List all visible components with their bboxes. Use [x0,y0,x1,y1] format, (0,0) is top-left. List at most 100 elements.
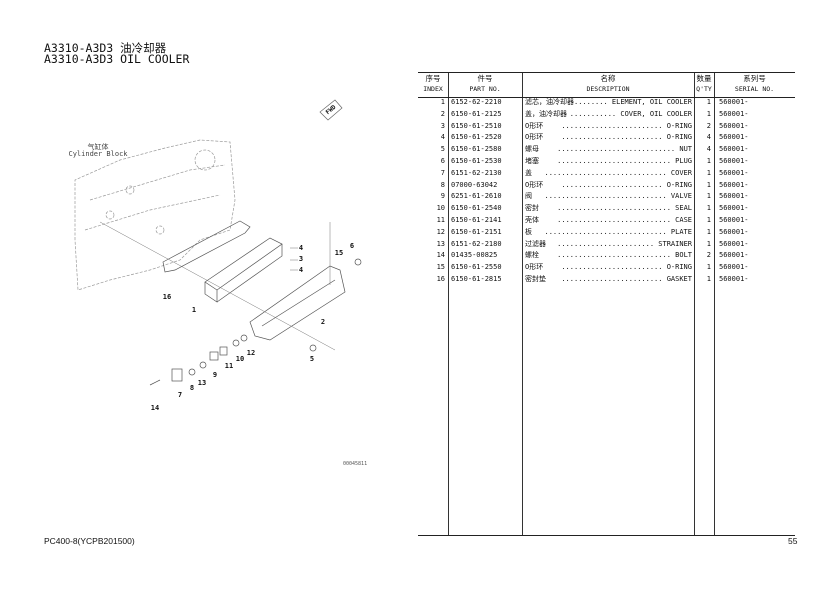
row-index: 13 [436,239,445,248]
row-desc-en: ........................... SEAL [557,204,692,213]
row-serial: 560001- [719,216,749,224]
row-desc-en: ............................. COVER [544,168,692,177]
row-desc-en: ........................ O-RING [561,121,692,130]
footer-model: PC400-8(YCPB201500) [44,536,135,546]
row-qty: 4 [706,145,711,154]
callout-11: 11 [224,362,234,370]
row-part-no: 6150-61-2550 [451,263,502,272]
row-serial: 560001- [719,192,749,201]
row-qty: 1 [706,98,711,106]
row-index: 3 [440,121,445,130]
callout-2: 2 [320,318,326,326]
row-part-no: 6251-61-2610 [451,192,502,201]
row-desc-en: ........................ O-RING [561,263,692,272]
row-serial: 560001- [719,168,749,177]
callout-4b: 4 [298,266,304,274]
row-part-no: 6151-62-2180 [451,239,502,248]
cooler-element-drawing [204,237,283,303]
row-desc-cn: 阀 [525,192,532,201]
callout-5: 5 [309,355,315,363]
row-desc-en: ............................. VALVE [544,192,692,201]
row-serial: 560001- [719,145,749,154]
row-qty: 2 [706,121,711,130]
row-part-no: 07000-63042 [451,180,498,189]
row-index: 8 [440,180,445,189]
row-qty: 1 [706,109,711,118]
row-qty: 1 [706,263,711,272]
row-desc-en: ............................. PLATE [544,227,692,236]
row-desc-cn: 板 [525,227,532,236]
callout-4: 4 [298,244,304,252]
row-serial: 560001- [719,133,749,142]
callout-15: 15 [334,249,344,257]
row-part-no: 6150-61-2530 [451,157,502,165]
row-part-no: 6150-61-2540 [451,204,502,213]
row-part-no: 6151-62-2130 [451,168,502,177]
row-part-no: 6150-61-2141 [451,216,502,224]
row-index: 4 [440,133,445,142]
callout-12: 12 [246,349,256,357]
row-qty: 1 [706,204,711,213]
row-index: 16 [436,275,445,283]
cooler-cover-drawing [249,265,346,341]
row-index: 2 [440,109,445,118]
row-desc-cn: O形环 [525,121,544,130]
row-serial: 560001- [719,98,749,106]
row-desc-cn: 螺母 [525,145,539,154]
gasket-drawing [162,220,251,273]
callout-8: 8 [189,384,195,392]
row-desc-cn: 堵塞 [525,157,539,165]
callout-13: 13 [197,379,207,387]
row-desc-en: ........... COVER, OIL COOLER [569,109,692,118]
row-index: 11 [436,216,445,224]
row-serial: 560001- [719,251,749,260]
row-index: 6 [440,157,445,165]
row-desc-en: ........ ELEMENT, OIL COOLER [573,98,692,106]
row-desc-cn: O形环 [525,133,544,142]
fwd-arrow-icon [319,99,343,121]
row-desc-cn: 壳体 [525,216,539,224]
row-qty: 1 [706,157,711,165]
row-desc-cn: 盖 [525,168,532,177]
row-serial: 560001- [719,239,749,248]
callout-7: 7 [177,391,183,399]
row-serial: 560001- [719,275,749,283]
callout-6: 6 [349,242,355,250]
row-desc-en: ........................... BOLT [557,251,692,260]
row-desc-en: ............................ NUT [557,145,692,154]
row-part-no: 6150-61-2815 [451,275,502,283]
row-desc-en: ........................ O-RING [561,180,692,189]
row-desc-cn: 螺栓 [525,251,539,260]
page-number: 55 [788,536,798,546]
drawing-id: 00045811 [343,461,368,467]
row-desc-en: ....................... STRAINER [557,239,692,248]
title-cn: A3310-A3D3 油冷却器 [44,41,167,55]
row-part-no: 01435-00825 [451,251,498,260]
row-part-no: 6150-61-2125 [451,109,502,118]
row-serial: 560001- [719,263,749,272]
cylinder-block-drawing [74,139,236,291]
row-index: 12 [436,227,445,236]
block-label-cn: 气缸体 [87,143,109,151]
row-qty: 1 [706,192,711,201]
callout-10: 10 [235,355,245,363]
row-qty: 1 [706,180,711,189]
row-desc-en: ........................ O-RING [561,133,692,142]
row-serial: 560001- [719,204,749,213]
row-serial: 560001- [719,121,749,130]
